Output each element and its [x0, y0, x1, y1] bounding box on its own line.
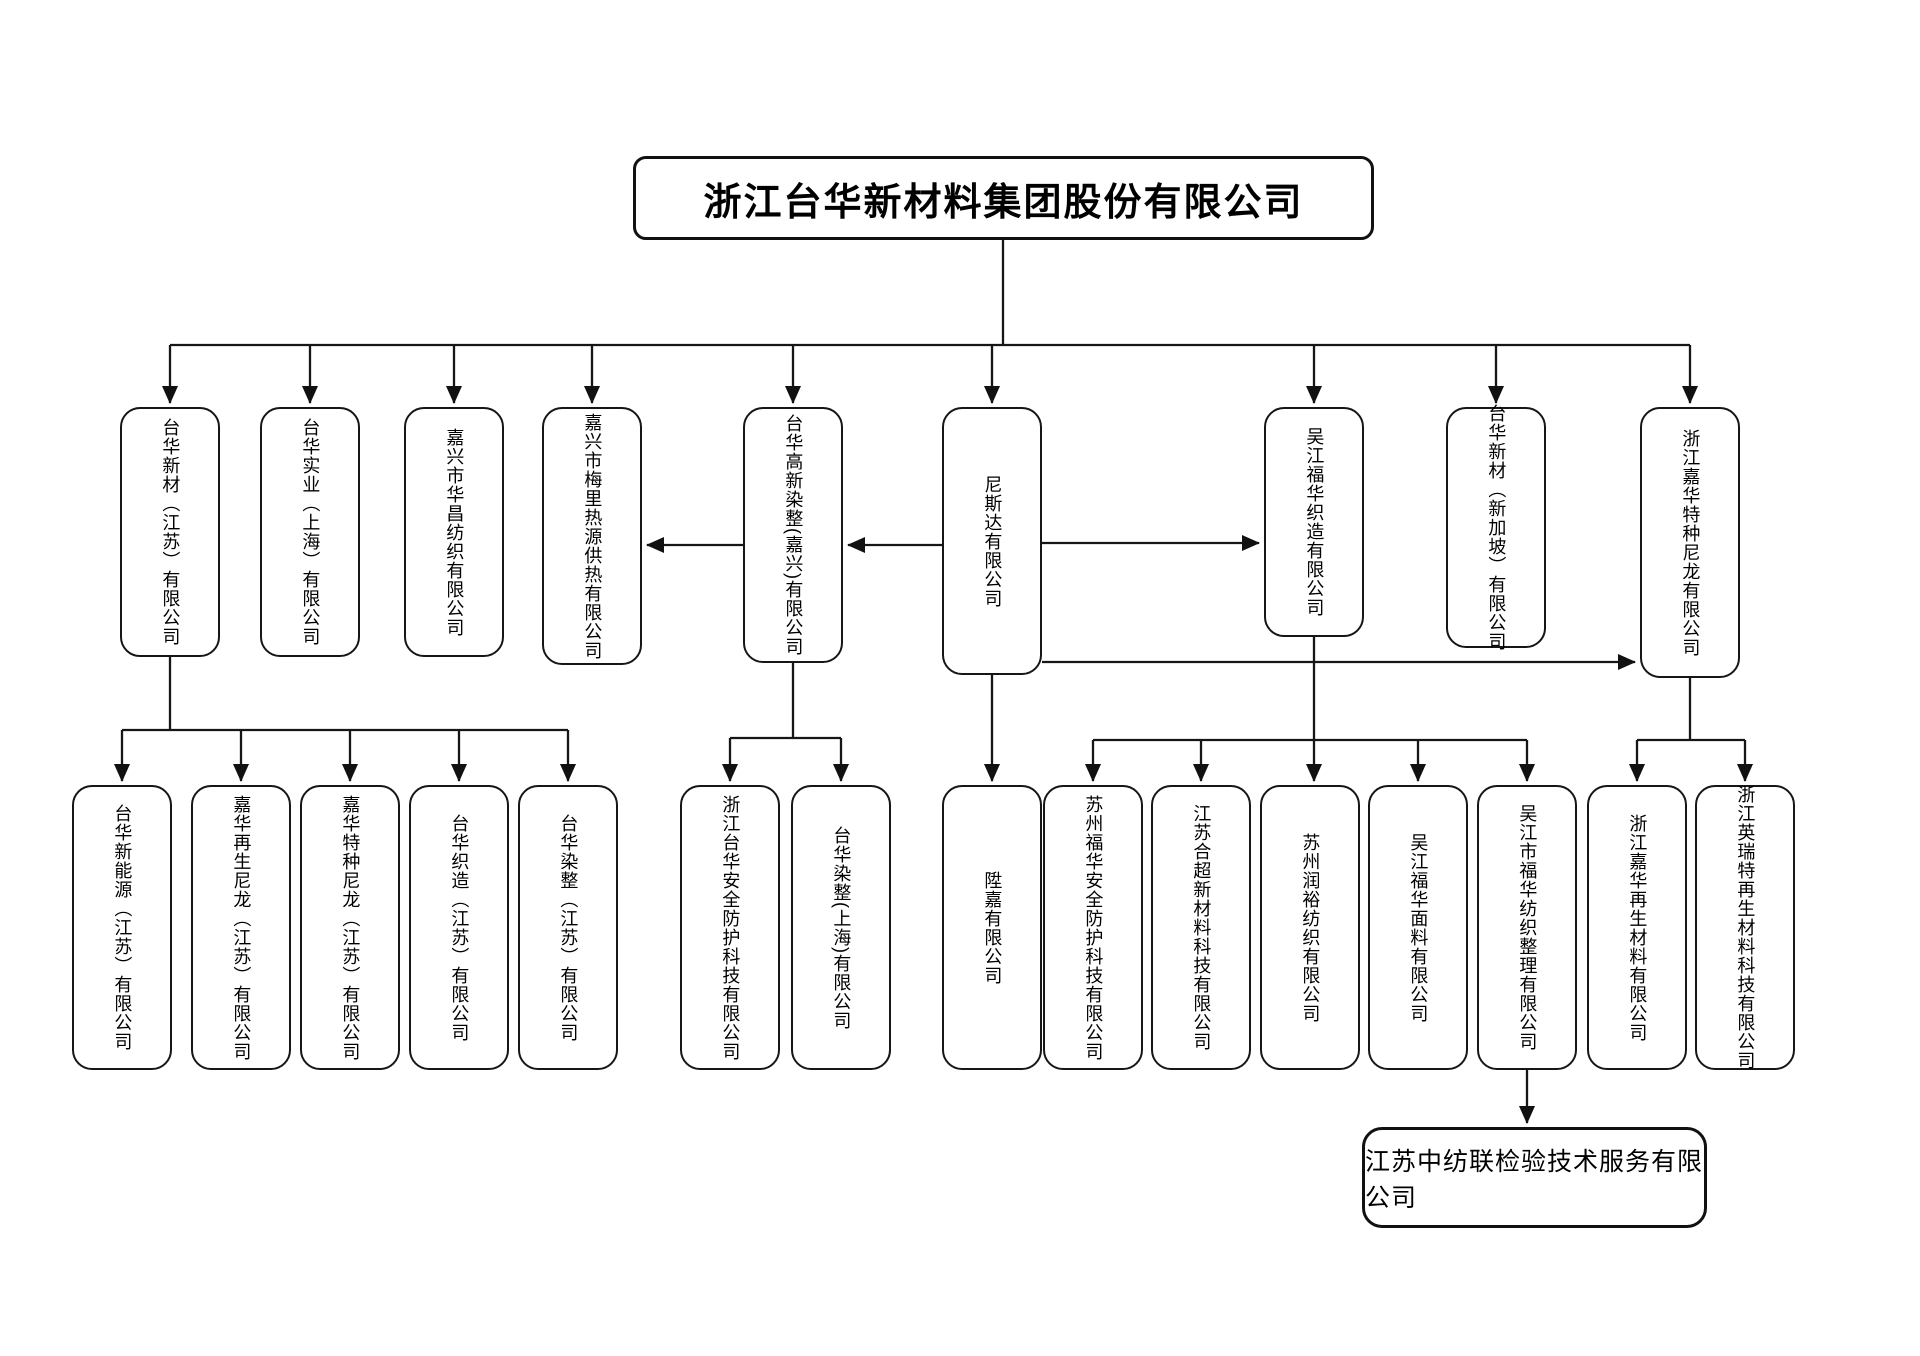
child-node-shengjia: 陞嘉有限公司 — [942, 785, 1042, 1070]
company-name: 台华新材（江苏）有限公司 — [160, 418, 181, 646]
child-node-zhejiang-taihua-anquan: 浙江台华安全防护科技有限公司 — [680, 785, 780, 1070]
subsidiary-node-jiaxing-meili: 嘉兴市梅里热源供热有限公司 — [542, 407, 642, 665]
company-name: 浙江英瑞特再生材料科技有限公司 — [1735, 785, 1756, 1070]
child-node-taihua-xinnengyuan: 台华新能源（江苏）有限公司 — [72, 785, 172, 1070]
child-node-wujiang-fuhua-fangzhi-zhengli: 吴江市福华纺织整理有限公司 — [1477, 785, 1577, 1070]
company-name: 台华高新染整(嘉兴)有限公司 — [783, 414, 804, 656]
child-node-jiangsu-hechao: 江苏合超新材料科技有限公司 — [1151, 785, 1251, 1070]
cross-link-connectors — [646, 535, 1636, 670]
company-name: 吴江市福华纺织整理有限公司 — [1517, 804, 1538, 1051]
company-name: 嘉华再生尼龙（江苏）有限公司 — [231, 794, 252, 1061]
subsidiary-node-taihua-xincai-jiangsu: 台华新材（江苏）有限公司 — [120, 407, 220, 657]
child-node-taihua-ranzheng-jiangsu: 台华染整（江苏）有限公司 — [518, 785, 618, 1070]
subsidiary-node-nisida: 尼斯达有限公司 — [942, 407, 1042, 675]
subsidiary-node-taihua-shiye-shanghai: 台华实业（上海）有限公司 — [260, 407, 360, 657]
company-name: 台华实业（上海）有限公司 — [300, 418, 321, 646]
company-name: 江苏合超新材料科技有限公司 — [1191, 804, 1212, 1051]
company-name: 尼斯达有限公司 — [982, 474, 1003, 608]
root-node: 浙江台华新材料集团股份有限公司 — [633, 156, 1374, 240]
company-name: 台华织造（江苏）有限公司 — [449, 813, 470, 1042]
child-node-jiahua-zaisheng-nilong: 嘉华再生尼龙（江苏）有限公司 — [191, 785, 291, 1070]
company-name: 苏州福华安全防护科技有限公司 — [1083, 794, 1104, 1061]
tree-connectors — [114, 240, 1753, 1124]
subsidiary-node-jiaxing-huachang: 嘉兴市华昌纺织有限公司 — [404, 407, 504, 657]
company-name: 浙江台华安全防护科技有限公司 — [720, 794, 741, 1061]
child-node-taihua-zhizao: 台华织造（江苏）有限公司 — [409, 785, 509, 1070]
subsidiary-node-taihua-gaoxin-ranzheng: 台华高新染整(嘉兴)有限公司 — [743, 407, 843, 663]
company-name: 台华染整(上海)有限公司 — [831, 825, 852, 1030]
company-name: 吴江福华面料有限公司 — [1408, 832, 1429, 1023]
company-name: 陞嘉有限公司 — [982, 870, 1003, 985]
company-name: 台华染整（江苏）有限公司 — [558, 813, 579, 1042]
subsidiary-node-wujiang-fuhua-zhizao: 吴江福华织造有限公司 — [1264, 407, 1364, 637]
company-name: 台华新能源（江苏）有限公司 — [112, 804, 133, 1051]
child-node-zhejiang-yingruite: 浙江英瑞特再生材料科技有限公司 — [1695, 785, 1795, 1070]
company-name: 嘉兴市华昌纺织有限公司 — [444, 427, 465, 637]
grandchild-node-jiangsu-zhongfanglian: 江苏中纺联检验技术服务有限公司 — [1362, 1127, 1707, 1228]
company-name: 江苏中纺联检验技术服务有限公司 — [1365, 1147, 1704, 1212]
company-name: 吴江福华织造有限公司 — [1304, 427, 1325, 617]
root-company-name: 浙江台华新材料集团股份有限公司 — [703, 181, 1304, 224]
company-name: 嘉兴市梅里热源供热有限公司 — [582, 412, 603, 660]
subsidiary-node-zhejiang-jiahua-tezhong: 浙江嘉华特种尼龙有限公司 — [1640, 407, 1740, 678]
child-node-jiahua-tezhong-nilong: 嘉华特种尼龙（江苏）有限公司 — [300, 785, 400, 1070]
company-name: 浙江嘉华再生材料有限公司 — [1627, 813, 1648, 1042]
company-name: 浙江嘉华特种尼龙有限公司 — [1680, 428, 1701, 657]
child-node-taihua-ranzheng-shanghai: 台华染整(上海)有限公司 — [791, 785, 891, 1070]
subsidiary-node-taihua-xincai-singapore: 台华新材（新加坡）有限公司 — [1446, 404, 1546, 651]
company-name: 苏州润裕纺织有限公司 — [1300, 832, 1321, 1023]
child-node-suzhou-fuhua-anquan: 苏州福华安全防护科技有限公司 — [1043, 785, 1143, 1070]
company-name: 台华新材（新加坡）有限公司 — [1486, 404, 1507, 651]
child-node-zhejiang-jiahua-zaisheng: 浙江嘉华再生材料有限公司 — [1587, 785, 1687, 1070]
company-name: 嘉华特种尼龙（江苏）有限公司 — [340, 794, 361, 1061]
child-node-suzhou-runyu: 苏州润裕纺织有限公司 — [1260, 785, 1360, 1070]
child-node-wujiang-fuhua-mianliao: 吴江福华面料有限公司 — [1368, 785, 1468, 1070]
